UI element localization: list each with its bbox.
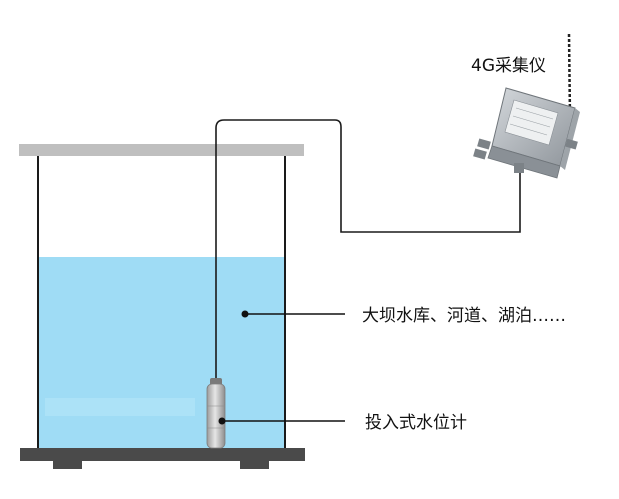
tank-base [20,448,305,461]
device-label: 4G采集仪 [471,56,546,76]
antenna [567,33,572,119]
level-sensor-probe [206,378,226,449]
base-foot-left [53,461,82,469]
sensor-label: 投入式水位计 [365,413,467,433]
water-glare [45,398,195,416]
4g-data-logger-device [473,33,580,179]
water-body [38,257,285,448]
top-slab [19,144,304,156]
sensor-cable [215,119,521,380]
water-body-label: 大坝水库、河道、湖泊…… [362,306,566,326]
base-foot-right [240,461,269,469]
